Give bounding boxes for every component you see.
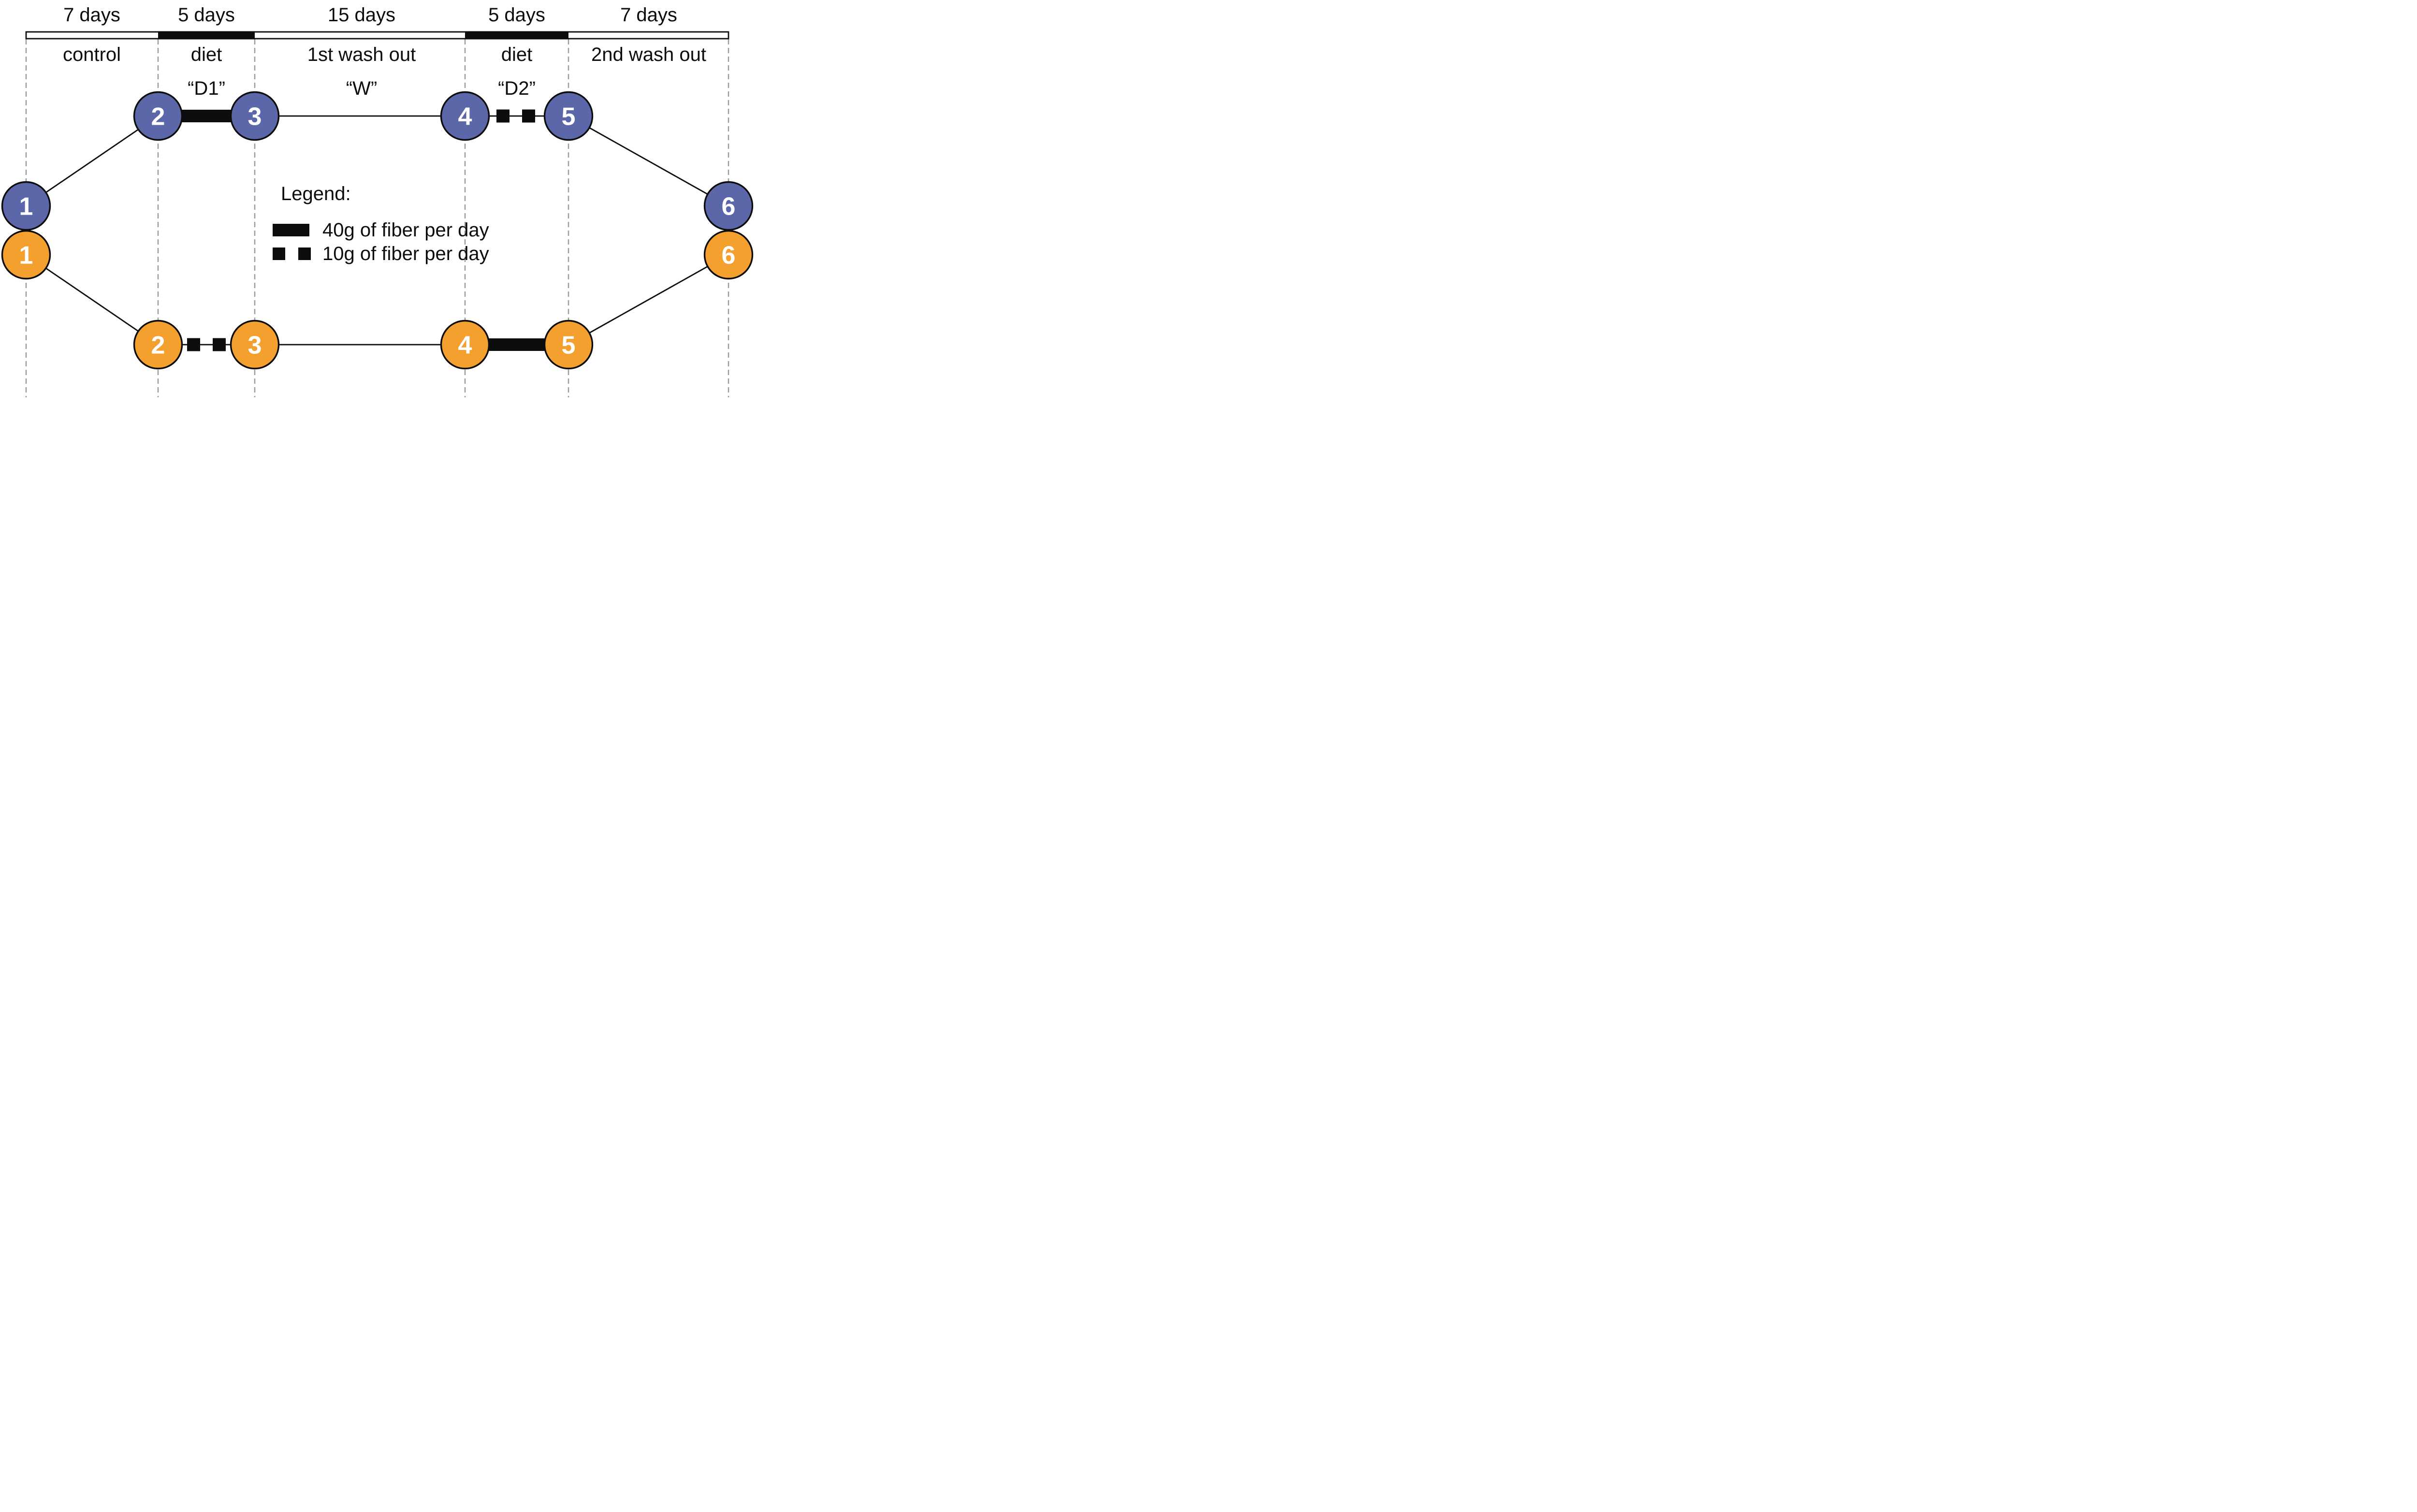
phase-label-washout1: 1st wash out	[307, 44, 416, 65]
node-blue-1-label: 1	[19, 193, 33, 221]
blue-arm-connectors	[26, 109, 729, 207]
period-code-d1: “D1”	[188, 78, 225, 99]
legend-10g-label: 10g of fiber per day	[322, 243, 489, 264]
node-blue-6: 6	[703, 181, 754, 231]
gridlines	[25, 39, 729, 397]
duration-label-diet2: 5 days	[488, 4, 545, 26]
period-code-labels: “D1” “W” “D2”	[188, 78, 536, 99]
phase-labels: control diet 1st wash out diet 2nd wash …	[63, 44, 706, 65]
crossover-study-design-figure: 7 days 5 days 15 days 5 days 7 days cont…	[0, 0, 758, 398]
node-blue-2-label: 2	[151, 103, 165, 131]
fiber-10g-square-orange-a	[187, 338, 200, 351]
node-blue-2: 2	[133, 91, 183, 141]
node-orange-5: 5	[543, 320, 594, 370]
node-orange-6-label: 6	[722, 242, 736, 270]
duration-label-diet1: 5 days	[178, 4, 235, 26]
node-orange-4-circle	[440, 320, 490, 370]
connector-blue-1-2	[26, 115, 159, 207]
node-orange-2-label: 2	[151, 332, 165, 360]
fiber-10g-square-blue-b	[522, 109, 535, 123]
connector-orange-5-6	[568, 254, 729, 346]
node-blue-2-circle	[133, 91, 183, 141]
node-orange-3: 3	[230, 320, 280, 370]
phase-label-control: control	[63, 44, 121, 65]
legend-40g-label: 40g of fiber per day	[322, 219, 489, 241]
orange-arm-connectors	[26, 254, 729, 351]
node-orange-6-circle	[703, 230, 754, 280]
connector-orange-1-2	[26, 254, 159, 346]
period-code-w: “W”	[346, 78, 377, 99]
node-blue-4-label: 4	[458, 103, 472, 131]
node-orange-2-circle	[133, 320, 183, 370]
legend-item-10g: 10g of fiber per day	[273, 243, 489, 264]
node-orange-2: 2	[133, 320, 183, 370]
node-blue-3: 3	[230, 91, 280, 141]
node-blue-6-label: 6	[722, 193, 736, 221]
node-blue-5-label: 5	[562, 103, 576, 131]
phase-label-diet2: diet	[501, 44, 533, 65]
study-design-diagram: 7 days 5 days 15 days 5 days 7 days cont…	[1, 4, 754, 397]
orange-arm-nodes: 1 2 3 4 5 6	[1, 230, 754, 370]
legend: Legend: 40g of fiber per day 10g of fibe…	[273, 183, 489, 264]
timeline-diet-segment-1	[158, 31, 255, 40]
fiber-10g-square-orange-b	[213, 338, 226, 351]
legend-item-40g: 40g of fiber per day	[273, 219, 489, 241]
node-blue-3-circle	[230, 91, 280, 141]
phase-label-washout2: 2nd wash out	[591, 44, 706, 65]
fiber-40g-bar-orange-4-5	[489, 338, 545, 351]
node-orange-3-label: 3	[248, 332, 262, 360]
fiber-40g-bar-blue-2-3	[182, 110, 231, 122]
legend-10g-square-icon-a	[273, 247, 285, 260]
period-code-d2: “D2”	[498, 78, 536, 99]
legend-10g-square-icon-b	[298, 247, 311, 260]
node-blue-6-circle	[703, 181, 754, 231]
node-orange-6: 6	[703, 230, 754, 280]
node-orange-1-circle	[1, 230, 51, 280]
fiber-10g-square-blue-a	[496, 109, 510, 123]
duration-labels: 7 days 5 days 15 days 5 days 7 days	[63, 4, 677, 26]
legend-title: Legend:	[281, 183, 351, 204]
node-blue-1: 1	[1, 181, 51, 231]
node-blue-5-circle	[543, 91, 594, 141]
duration-label-control: 7 days	[63, 4, 120, 26]
node-blue-3-label: 3	[248, 103, 262, 131]
node-orange-4-label: 4	[458, 332, 472, 360]
timeline-bar	[25, 31, 729, 40]
node-orange-3-circle	[230, 320, 280, 370]
node-orange-4: 4	[440, 320, 490, 370]
phase-label-diet1: diet	[191, 44, 222, 65]
timeline-diet-segment-2	[465, 31, 568, 40]
node-orange-1: 1	[1, 230, 51, 280]
connector-blue-5-6	[568, 115, 729, 207]
node-blue-4-circle	[440, 91, 490, 141]
duration-label-washout2: 7 days	[620, 4, 677, 26]
node-orange-5-circle	[543, 320, 594, 370]
duration-label-washout1: 15 days	[328, 4, 395, 26]
legend-40g-bar-icon	[273, 224, 309, 236]
node-blue-1-circle	[1, 181, 51, 231]
blue-arm-nodes: 1 2 3 4 5 6	[1, 91, 754, 231]
node-blue-4: 4	[440, 91, 490, 141]
timeline-bar-group	[25, 31, 729, 40]
node-orange-5-label: 5	[562, 332, 576, 360]
node-orange-1-label: 1	[19, 242, 33, 270]
node-blue-5: 5	[543, 91, 594, 141]
